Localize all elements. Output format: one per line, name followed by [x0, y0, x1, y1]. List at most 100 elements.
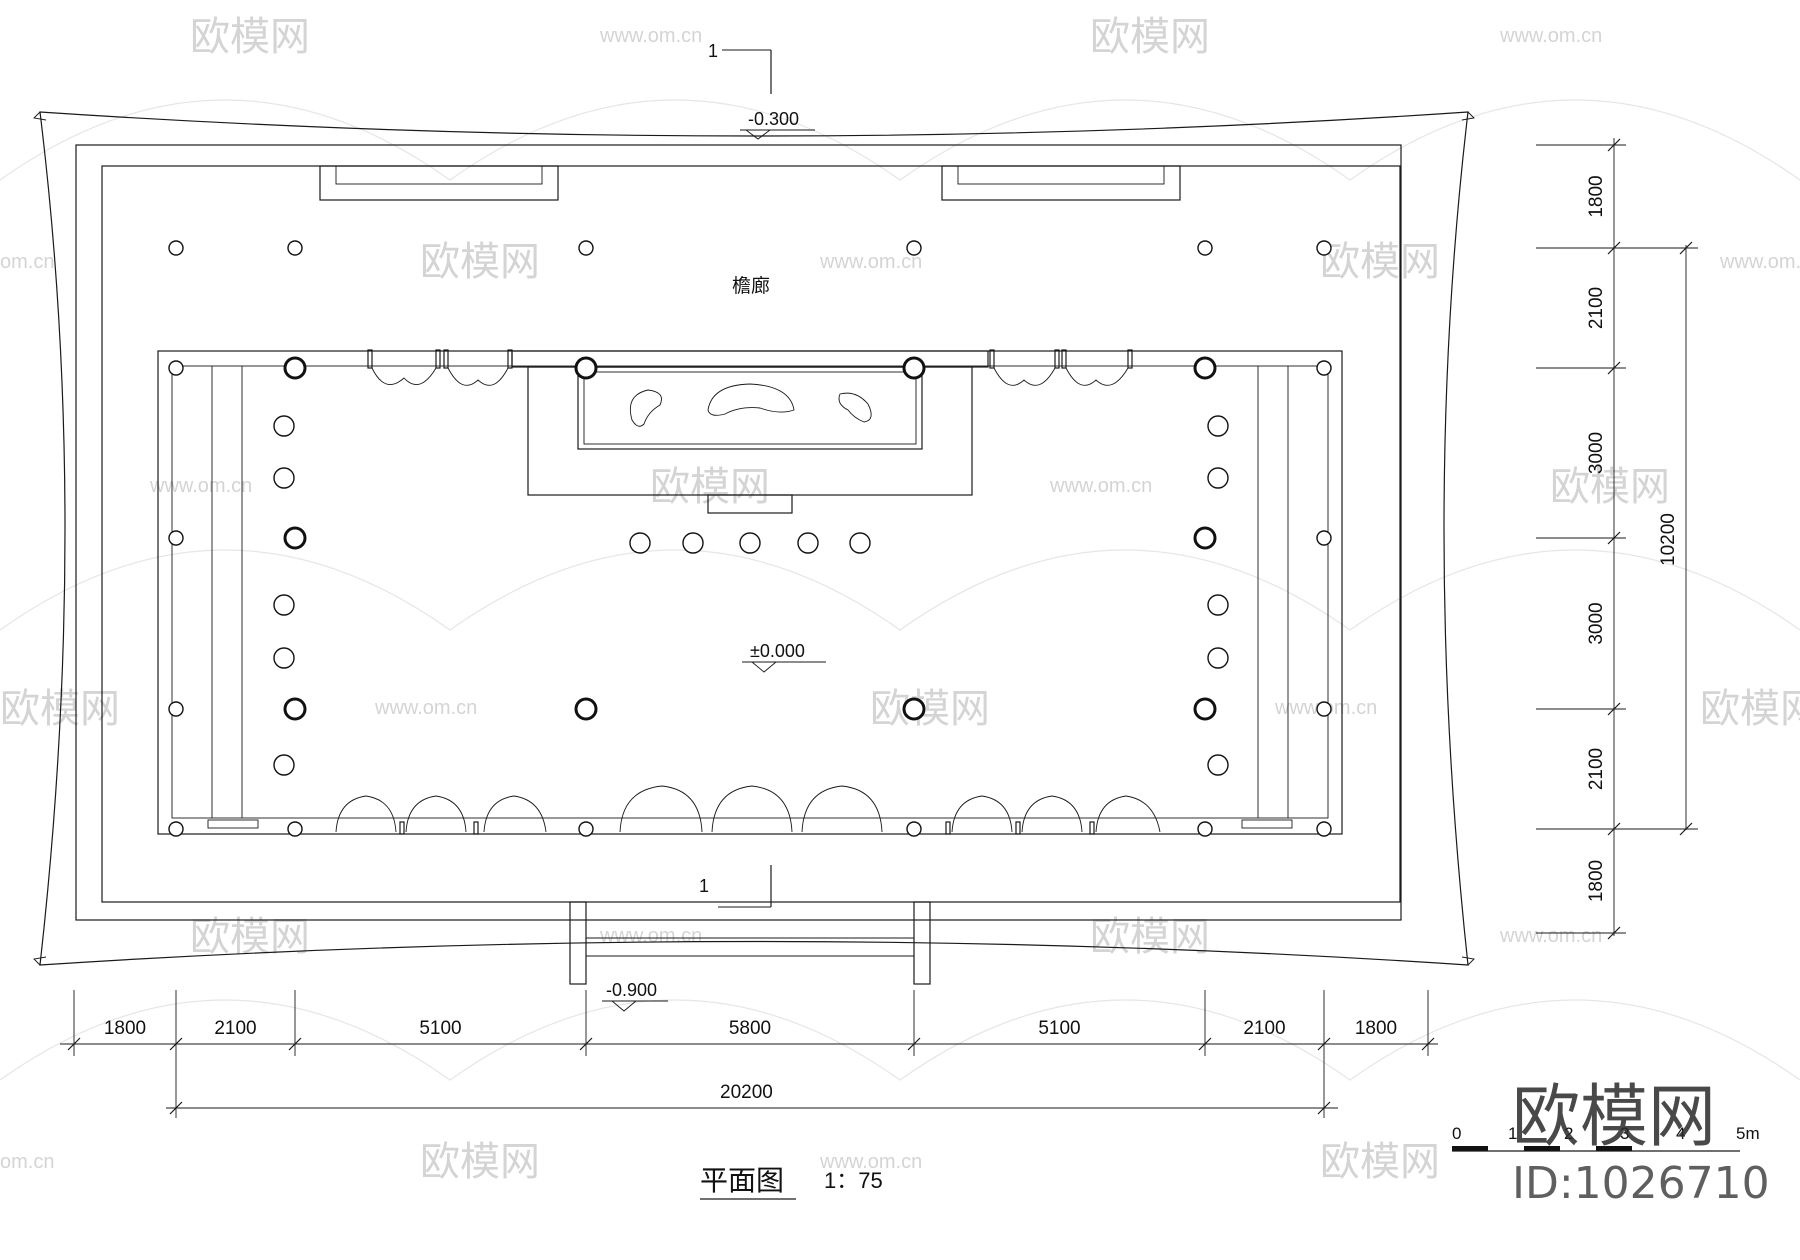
column — [168, 530, 184, 546]
main-column — [574, 356, 598, 380]
small-column — [1207, 415, 1229, 437]
platform-inner-edge — [101, 165, 1401, 903]
plan-scale: 1：75 — [824, 1168, 883, 1193]
section-label-top: 1 — [708, 41, 718, 61]
watermark-url: www.om.cn — [819, 1151, 922, 1173]
dim-v-segment: 2100 — [1586, 287, 1607, 329]
small-column — [739, 532, 761, 554]
interior-small-columns — [273, 415, 1229, 776]
scale-bar: 0 1 2 3 4 5m — [1452, 1124, 1760, 1152]
scale-label-5: 5m — [1736, 1124, 1760, 1143]
roof-corner-tip — [33, 111, 47, 121]
plan-title: 平面图 — [700, 1165, 784, 1196]
altar — [511, 350, 989, 514]
column — [1197, 821, 1213, 837]
small-column — [629, 532, 651, 554]
roof-corner-tip — [33, 956, 47, 966]
corridor-label: 檐廊 — [732, 275, 770, 297]
level-marker-bottom: -0.900 — [602, 980, 668, 1012]
column — [1316, 240, 1332, 256]
level-marker-top: -0.300 — [740, 109, 815, 140]
watermark-url: www.om.cn — [599, 25, 702, 47]
column — [1316, 530, 1332, 546]
section-label-bottom: 1 — [699, 876, 709, 896]
watermark-brand: 欧模网 — [650, 465, 770, 509]
watermark-brand: 欧模网 — [1090, 915, 1210, 959]
dim-v-segment: 2100 — [1586, 748, 1607, 790]
watermark-brand: 欧模网 — [1700, 687, 1800, 731]
top-doors — [367, 349, 1133, 386]
level-text-top: -0.300 — [748, 109, 799, 129]
main-column — [1193, 697, 1217, 721]
small-column — [273, 754, 295, 776]
section-marker-top: 1 — [708, 41, 772, 94]
small-column — [1207, 647, 1229, 669]
column — [168, 821, 184, 837]
watermark-url: www.om.cn — [599, 925, 702, 947]
scale-label-3: 3 — [1620, 1124, 1629, 1143]
watermark-url-partial: om.cn — [0, 251, 54, 273]
dim-v-segment: 3000 — [1586, 602, 1607, 644]
column — [168, 701, 184, 717]
roof-corner-tip — [1461, 111, 1475, 121]
hall-walls — [157, 350, 1343, 835]
section-marker-bottom: 1 — [699, 865, 772, 908]
main-column — [574, 697, 598, 721]
watermark-logo-large: 欧模网 — [1512, 1078, 1716, 1157]
column — [1316, 360, 1332, 376]
main-column — [283, 697, 307, 721]
watermark-brand: 欧模网 — [870, 687, 990, 731]
watermark-brand: 欧模网 — [1320, 1140, 1440, 1184]
column — [578, 240, 594, 256]
column — [1316, 821, 1332, 837]
dim-h-segment: 5100 — [419, 1018, 461, 1039]
level-marker-center: ±0.000 — [742, 641, 826, 673]
column — [287, 240, 303, 256]
small-column — [849, 532, 871, 554]
dim-h-segment: 1800 — [104, 1018, 146, 1039]
dim-v-segment: 1800 — [1586, 175, 1607, 217]
top-benches — [319, 165, 1181, 201]
column — [906, 240, 922, 256]
column — [906, 821, 922, 837]
main-column — [902, 356, 926, 380]
main-column — [283, 526, 307, 550]
watermark-url: www.om.cn — [374, 697, 477, 719]
dim-h-total: 20200 — [720, 1082, 773, 1103]
column — [1197, 240, 1213, 256]
scale-label-4: 4 — [1676, 1124, 1685, 1143]
columns — [168, 240, 1332, 837]
watermark-brand: 欧模网 — [1320, 240, 1440, 284]
small-column — [682, 532, 704, 554]
dim-h-segment: 2100 — [214, 1018, 256, 1039]
main-column — [283, 356, 307, 380]
dim-v-total: 10200 — [1658, 513, 1679, 566]
column — [287, 821, 303, 837]
watermark-url: www.om.cn — [1499, 25, 1602, 47]
watermark-url-partial: om.cn — [0, 1151, 54, 1173]
watermark-brand: 欧模网 — [420, 240, 540, 284]
column — [168, 240, 184, 256]
level-text-bottom: -0.900 — [606, 980, 657, 1000]
scale-label-2: 2 — [1564, 1124, 1573, 1143]
dim-v-segment: 3000 — [1586, 432, 1607, 474]
bottom-doors — [335, 785, 1161, 835]
roof-corner-tip — [1461, 956, 1475, 966]
level-text-center: ±0.000 — [750, 641, 805, 661]
watermark-arcs — [0, 99, 1800, 1081]
small-column — [273, 415, 295, 437]
watermark-brand: 欧模网 — [420, 1140, 540, 1184]
small-column — [797, 532, 819, 554]
watermark-url: www.om.cn — [149, 475, 252, 497]
column — [578, 821, 594, 837]
watermark-url: www.om.cn — [1499, 925, 1602, 947]
watermark-brand: 欧模网 — [190, 15, 310, 59]
small-column — [1207, 594, 1229, 616]
small-column — [273, 647, 295, 669]
front-steps — [569, 901, 931, 985]
small-column — [1207, 467, 1229, 489]
small-column — [1207, 754, 1229, 776]
